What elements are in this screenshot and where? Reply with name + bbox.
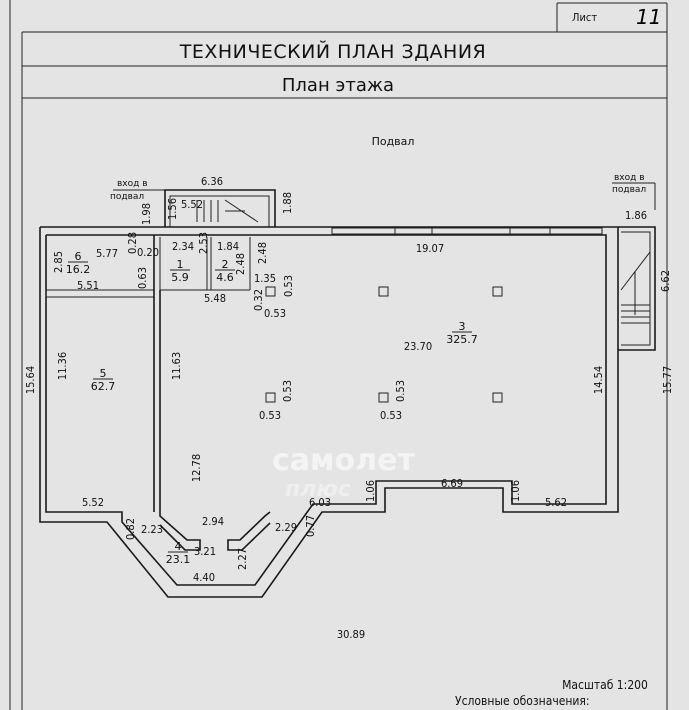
dimension-label: 1.06 — [364, 480, 377, 502]
dimension-label: 1.06 — [509, 480, 522, 502]
dimension-label: 0.77 — [304, 515, 317, 537]
dimension-label: 1.98 — [140, 203, 153, 225]
dimension-label: 5.51 — [77, 279, 99, 292]
entrance-label: подвал — [110, 192, 144, 202]
dimension-label: 2.23 — [141, 523, 163, 536]
room-area: 4.6 — [216, 271, 234, 284]
dimension-label: 0.63 — [136, 267, 149, 289]
dimension-label: 0.53 — [282, 275, 295, 297]
floor-name: Подвал — [372, 135, 415, 148]
entrance-label: вход в — [117, 179, 148, 189]
room-area: 325.7 — [446, 333, 478, 346]
dimension-label: 19.07 — [416, 242, 444, 255]
room-area: 5.9 — [171, 271, 189, 284]
dimension-label: 6.36 — [201, 175, 223, 188]
room-number: 3 — [459, 320, 466, 333]
entrance-label: подвал — [612, 185, 646, 195]
dimension-label: 11.36 — [56, 352, 69, 380]
document-title: ТЕХНИЧЕСКИЙ ПЛАН ЗДАНИЯ — [179, 40, 487, 63]
dimension-label: 14.54 — [592, 366, 605, 394]
plan-subtitle: План этажа — [282, 75, 394, 96]
dimension-label: 5.52 — [181, 198, 203, 211]
dimension-label: 2.94 — [202, 515, 224, 528]
dimension-label: 0.53 — [394, 380, 407, 402]
building-walls — [39, 182, 656, 598]
dimension-label: 6.62 — [659, 270, 672, 292]
dimension-label: 1.56 — [166, 198, 179, 220]
room-number: 2 — [222, 258, 229, 271]
dimension-label: 15.64 — [24, 366, 37, 394]
watermark-logo: самолет — [272, 443, 415, 478]
dimension-label: 15.77 — [661, 366, 674, 394]
dimension-label: 1.88 — [281, 192, 294, 214]
room-area: 62.7 — [91, 380, 116, 393]
scale-label: Масштаб 1:200 — [562, 678, 648, 692]
sheet-number: 11 — [636, 5, 661, 29]
sheet-label: Лист — [572, 11, 597, 24]
dimension-label: 0.20 — [137, 246, 159, 259]
room-number: 1 — [177, 258, 184, 271]
dimension-label: 6.69 — [441, 477, 463, 490]
dimension-label: 12.78 — [190, 454, 203, 482]
dimension-label: 2.53 — [197, 232, 210, 254]
dimension-label: 2.85 — [52, 251, 65, 273]
dimension-label: 2.48 — [234, 253, 247, 275]
legend-heading: Условные обозначения: — [455, 694, 590, 708]
dimension-label: 5.52 — [82, 496, 104, 509]
dimension-label: 30.89 — [337, 628, 365, 641]
dimension-label: 1.86 — [625, 209, 647, 222]
watermark-logo-sub: плюс — [285, 477, 351, 502]
dimension-label: 0.53 — [264, 307, 286, 320]
dimension-label: 11.63 — [170, 352, 183, 380]
columns — [265, 286, 503, 403]
dimension-label: 5.62 — [545, 496, 567, 509]
dimension-label: 2.48 — [256, 242, 269, 264]
room-number: 5 — [100, 367, 107, 380]
dimension-label: 0.32 — [252, 289, 265, 311]
room-number: 4 — [175, 540, 182, 553]
room-area: 16.2 — [66, 263, 91, 276]
room-number: 6 — [75, 250, 82, 263]
entrance-label: вход в — [614, 173, 645, 183]
dimension-label: 0.53 — [259, 409, 281, 422]
dimension-label: 3.21 — [194, 545, 216, 558]
dimension-label: 0.53 — [281, 380, 294, 402]
dimension-label: 4.40 — [193, 571, 215, 584]
dimension-label: 0.82 — [124, 518, 137, 540]
dimension-label: 6.03 — [309, 496, 331, 509]
dimension-label: 2.29 — [275, 521, 297, 534]
room-area: 23.1 — [166, 553, 191, 566]
dimension-label: 1.84 — [217, 240, 239, 253]
dimension-label: 2.27 — [236, 548, 249, 570]
dimension-label: 0.53 — [380, 409, 402, 422]
dimension-label: 1.35 — [254, 272, 276, 285]
dimension-label: 5.77 — [96, 247, 118, 260]
dimension-label: 5.48 — [204, 292, 226, 305]
dimension-label: 0.28 — [126, 232, 139, 254]
dimension-label: 23.70 — [404, 340, 432, 353]
dimension-label: 2.34 — [172, 240, 194, 253]
title-frame — [9, 0, 668, 710]
